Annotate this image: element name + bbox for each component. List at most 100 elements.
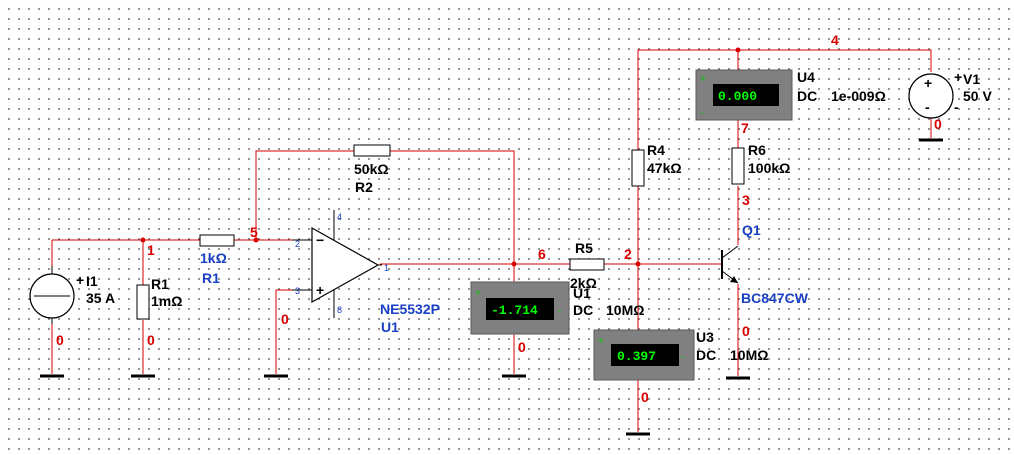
r6-body bbox=[731, 147, 745, 185]
resistor-r2[interactable]: 50kΩ R2 bbox=[353, 144, 391, 195]
voltmeter-u3[interactable]: 0.397 + - U3 DC 10MΩ bbox=[593, 329, 768, 381]
i1-plus-sign: + bbox=[76, 272, 84, 288]
node-label: 0 bbox=[147, 332, 155, 348]
u1-mode-label: DC bbox=[573, 302, 593, 318]
junction-dot bbox=[635, 261, 641, 267]
wire-noninv-ground[interactable] bbox=[275, 289, 312, 374]
r2-value-label: 50kΩ bbox=[354, 161, 389, 177]
node-label: 0 bbox=[742, 323, 750, 339]
r2-ref-label: R2 bbox=[355, 179, 373, 195]
u1-plus-terminal: + bbox=[475, 288, 481, 299]
node-label: 1 bbox=[147, 242, 155, 258]
wire-r2-left[interactable] bbox=[255, 150, 354, 240]
node-label: 0 bbox=[518, 339, 526, 355]
u4-reading: 0.000 bbox=[718, 89, 757, 104]
r5-body bbox=[569, 258, 605, 271]
u4-impedance-label: 1e-009Ω bbox=[831, 88, 886, 104]
rin-value-label: 1kΩ bbox=[200, 250, 227, 266]
node-label: 2 bbox=[624, 246, 632, 262]
r1-value-label: 1mΩ bbox=[151, 293, 182, 309]
v1-plus-sign: + bbox=[954, 69, 962, 85]
u4-plus-terminal: + bbox=[700, 74, 706, 85]
node-label: 0 bbox=[641, 389, 649, 405]
q1-emitter-arrow-icon bbox=[730, 276, 738, 283]
junction-dot bbox=[735, 47, 741, 53]
node-label: 5 bbox=[250, 224, 258, 240]
r4-ref-label: R4 bbox=[647, 142, 665, 158]
opamp-body bbox=[311, 226, 380, 304]
u4-display bbox=[713, 84, 779, 106]
opamp-part-label: NE5532P bbox=[380, 301, 440, 317]
node-label: 0 bbox=[281, 311, 289, 327]
u4-ref-label: U4 bbox=[797, 69, 815, 85]
q1-part-label: BC847CW bbox=[741, 290, 809, 306]
current-source-i1[interactable]: + I1 35 A bbox=[29, 266, 115, 324]
node-label: 0 bbox=[934, 116, 942, 132]
transistor-q1[interactable]: Q1 BC847CW bbox=[721, 222, 809, 306]
node-label: 7 bbox=[741, 120, 749, 136]
u1-ref-label: U1 bbox=[573, 285, 591, 301]
r1-body bbox=[136, 284, 150, 320]
resistor-r1[interactable]: R1 1mΩ bbox=[136, 276, 182, 320]
opamp-ref-label: U1 bbox=[381, 319, 399, 335]
rin-body bbox=[199, 234, 235, 247]
v1-body bbox=[908, 73, 954, 119]
node-label: 4 bbox=[831, 32, 839, 48]
u3-mode-label: DC bbox=[696, 347, 716, 363]
opamp-pin-label-vplus: 4 bbox=[337, 212, 342, 222]
resistor-r4[interactable]: R4 47kΩ bbox=[631, 142, 682, 187]
node-labels: 0 0 0 0 0 0 0 1 2 3 4 5 6 7 bbox=[56, 32, 942, 405]
opamp-pin-label-noninv: 3 bbox=[295, 286, 300, 296]
r5-ref-label: R5 bbox=[575, 240, 593, 256]
wires bbox=[51, 49, 932, 432]
u3-display bbox=[611, 344, 679, 366]
opamp-pin-label-vminus: 8 bbox=[337, 305, 342, 315]
wire-node-4[interactable] bbox=[637, 49, 932, 150]
u4-mode-label: DC bbox=[797, 88, 817, 104]
u1-impedance-label: 10MΩ bbox=[606, 302, 644, 318]
junctions bbox=[140, 47, 741, 267]
opamp-pin-label-out: 1 bbox=[384, 263, 389, 273]
v1-inner-minus: - bbox=[925, 99, 930, 115]
v1-ref-label: V1 bbox=[963, 71, 980, 87]
u3-plus-terminal: + bbox=[598, 336, 604, 347]
u3-reading: 0.397 bbox=[617, 349, 656, 364]
u3-ref-label: U3 bbox=[696, 329, 714, 345]
r5-value-label: 2kΩ bbox=[570, 275, 597, 291]
v1-inner-plus: + bbox=[924, 75, 932, 91]
voltage-source-v1[interactable]: + - + - V1 50 V bbox=[908, 69, 992, 119]
r6-value-label: 100kΩ bbox=[748, 160, 790, 176]
u1-display bbox=[486, 298, 554, 320]
voltmeter-u1[interactable]: -1.714 + - U1 DC 10MΩ bbox=[470, 281, 644, 335]
i1-value-label: 35 A bbox=[86, 290, 115, 306]
i1-ref-label: I1 bbox=[86, 273, 98, 289]
r4-value-label: 47kΩ bbox=[647, 160, 682, 176]
u1-reading: -1.714 bbox=[491, 303, 538, 318]
opamp-plus-sign: + bbox=[316, 282, 324, 298]
junction-dot bbox=[253, 237, 259, 243]
v1-value-label: 50 V bbox=[963, 88, 992, 104]
q1-collector-lead bbox=[721, 245, 739, 259]
resistor-r5[interactable]: R5 2kΩ bbox=[569, 240, 605, 291]
opamp-minus-sign: − bbox=[316, 232, 324, 248]
junction-dot bbox=[140, 237, 146, 243]
resistor-r6[interactable]: R6 100kΩ bbox=[731, 142, 790, 185]
opamp-u1[interactable]: − + 2 3 1 4 8 NE5532P U1 bbox=[292, 210, 440, 335]
grounds bbox=[40, 138, 943, 436]
junction-dot bbox=[511, 261, 517, 267]
rin-ref-label: R1 bbox=[202, 270, 220, 286]
node-label: 6 bbox=[538, 246, 546, 262]
u4-minus-terminal: - bbox=[700, 108, 703, 119]
opamp-pin-label-inv: 2 bbox=[295, 239, 300, 249]
wire-r2-right[interactable] bbox=[390, 150, 515, 264]
r1-ref-label: R1 bbox=[151, 276, 169, 292]
resistor-input-1k[interactable]: 1kΩ R1 bbox=[199, 234, 235, 286]
q1-ref-label: Q1 bbox=[742, 222, 761, 238]
u3-impedance-label: 10MΩ bbox=[730, 347, 768, 363]
r6-ref-label: R6 bbox=[748, 142, 766, 158]
node-label: 0 bbox=[56, 332, 64, 348]
voltmeter-u4[interactable]: 0.000 + - U4 DC 1e-009Ω bbox=[695, 69, 886, 121]
node-label: 3 bbox=[742, 192, 750, 208]
u1-minus-terminal: - bbox=[558, 306, 561, 317]
